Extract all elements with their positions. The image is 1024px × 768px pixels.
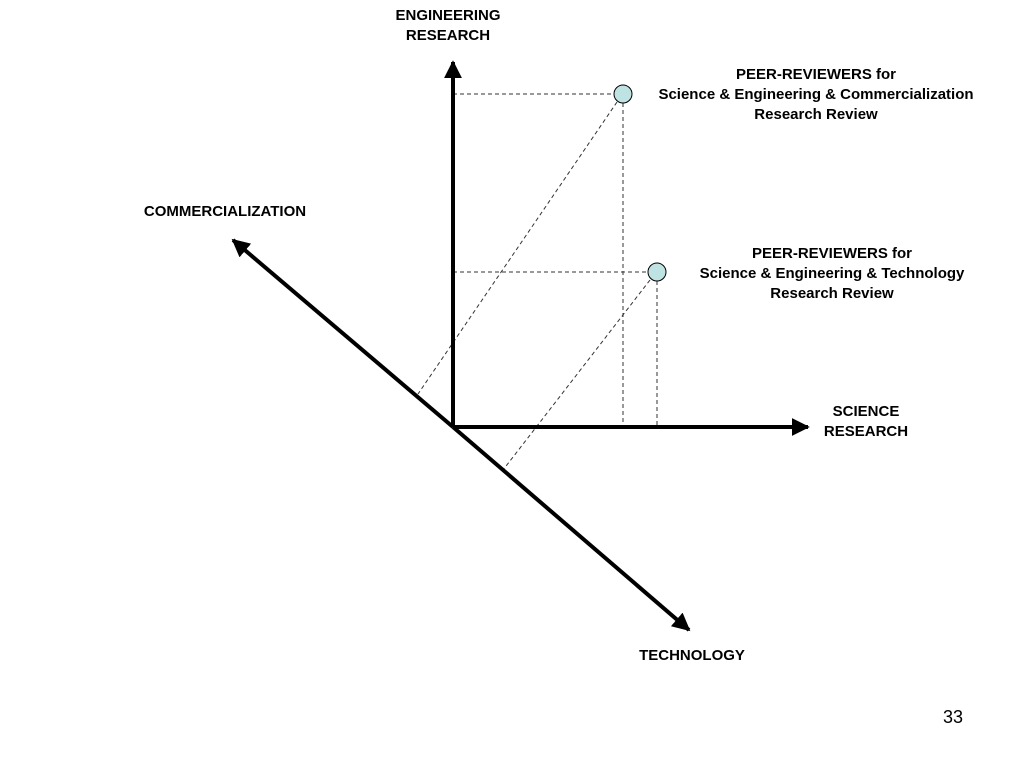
reviewer2-line-2: Science & Engineering & Technology — [699, 265, 965, 282]
projection-line-reviewer1-commercialization — [417, 101, 618, 395]
commercialization-label-text: COMMERCIALIZATION — [143, 203, 307, 220]
technology-axis-label: TECHNOLOGY — [612, 646, 772, 666]
engineering-label-line-1: ENGINEERING — [395, 7, 501, 24]
projection-line-reviewer2-technology — [502, 279, 651, 471]
reviewer-label-commercialization: PEER-REVIEWERS for Science & Engineering… — [626, 65, 1006, 125]
science-label-line-2: RESEARCH — [823, 423, 909, 440]
reviewer1-line-3: Research Review — [754, 106, 878, 123]
commercialization-axis-label: COMMERCIALIZATION — [110, 202, 340, 222]
reviewer1-line-2: Science & Engineering & Commercializatio… — [658, 86, 974, 103]
reviewer-marker-technology — [647, 262, 667, 282]
commercialization-axis — [231, 238, 455, 429]
science-axis-label: SCIENCE RESEARCH — [796, 402, 936, 442]
reviewer2-line-3: Research Review — [770, 285, 894, 302]
science-label-line-1: SCIENCE — [832, 403, 900, 420]
reviewer-marker-commercialization — [613, 84, 633, 104]
engineering-label-line-2: RESEARCH — [405, 27, 491, 44]
reviewer2-line-1: PEER-REVIEWERS for — [751, 245, 913, 262]
engineering-axis-label: ENGINEERING RESEARCH — [368, 6, 528, 46]
reviewer-label-technology: PEER-REVIEWERS for Science & Engineering… — [672, 244, 992, 304]
reviewer1-line-1: PEER-REVIEWERS for — [735, 66, 897, 83]
technology-label-text: TECHNOLOGY — [639, 647, 745, 664]
page-number: 33 — [942, 707, 964, 727]
technology-axis — [451, 425, 691, 632]
